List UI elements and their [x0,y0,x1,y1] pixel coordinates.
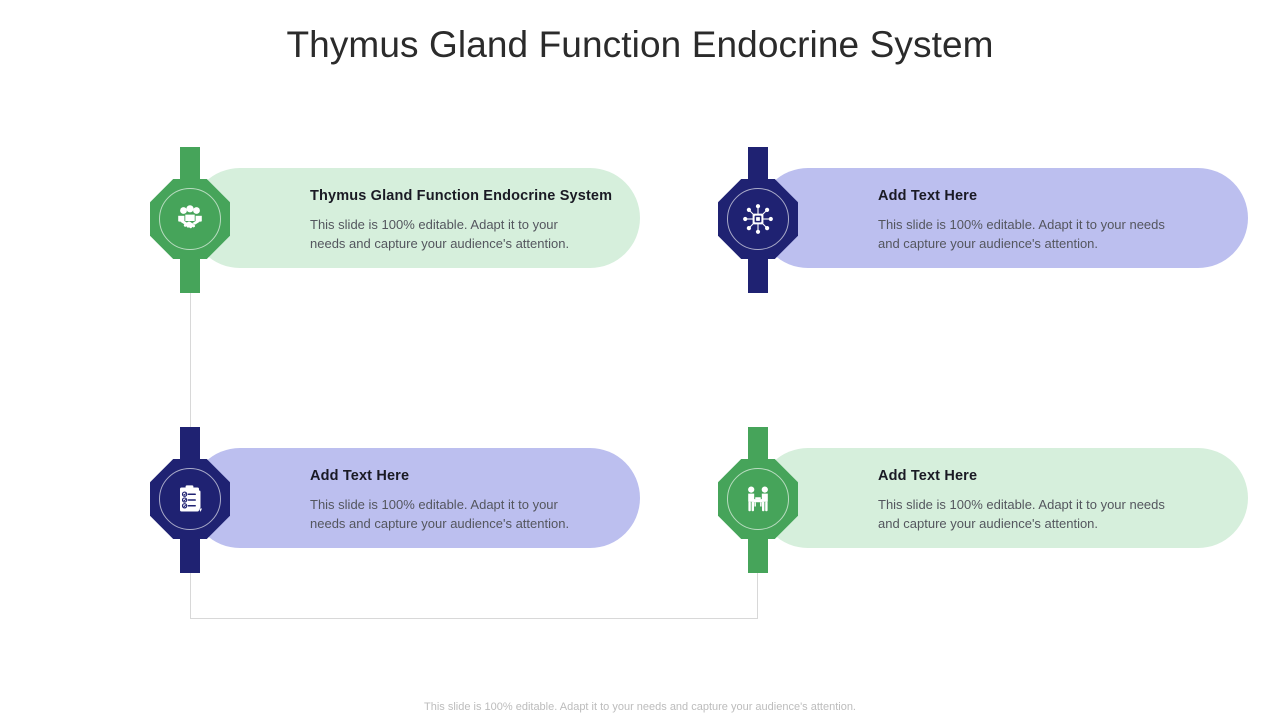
people-handshake-icon [170,199,210,239]
badge-ring [159,188,221,250]
card-3-pill: Add Text Here This slide is 100% editabl… [190,448,640,548]
connector-line-vertical-right [757,570,758,618]
card-1[interactable]: Thymus Gland Function Endocrine System T… [150,143,640,293]
card-1-body: This slide is 100% editable. Adapt it to… [310,217,570,251]
card-4-badge[interactable] [718,459,798,539]
card-4-body: This slide is 100% editable. Adapt it to… [878,497,1165,531]
card-2[interactable]: Add Text Here This slide is 100% editabl… [718,143,1248,293]
card-1-pill: Thymus Gland Function Endocrine System T… [190,168,640,268]
clipboard-checklist-icon [170,479,210,519]
connector-line-horizontal [190,618,758,619]
card-2-badge[interactable] [718,179,798,259]
card-3-body: This slide is 100% editable. Adapt it to… [310,497,570,531]
two-people-table-icon [738,479,778,519]
card-1-badge[interactable] [150,179,230,259]
card-3-badge[interactable] [150,459,230,539]
card-2-title: Add Text Here [878,188,978,204]
network-hub-icon [738,199,778,239]
card-3-title: Add Text Here [310,468,410,484]
badge-ring [727,188,789,250]
card-3[interactable]: Add Text Here This slide is 100% editabl… [150,423,640,573]
card-2-body: This slide is 100% editable. Adapt it to… [878,217,1165,251]
card-4-title: Add Text Here [878,468,978,484]
badge-ring [159,468,221,530]
card-1-title: Thymus Gland Function Endocrine System [310,188,613,204]
card-4-pill: Add Text Here This slide is 100% editabl… [758,448,1248,548]
page-title: Thymus Gland Function Endocrine System [286,24,994,65]
footer-note: This slide is 100% editable. Adapt it to… [424,701,856,713]
badge-ring [727,468,789,530]
card-4[interactable]: Add Text Here This slide is 100% editabl… [718,423,1248,573]
card-2-pill: Add Text Here This slide is 100% editabl… [758,168,1248,268]
